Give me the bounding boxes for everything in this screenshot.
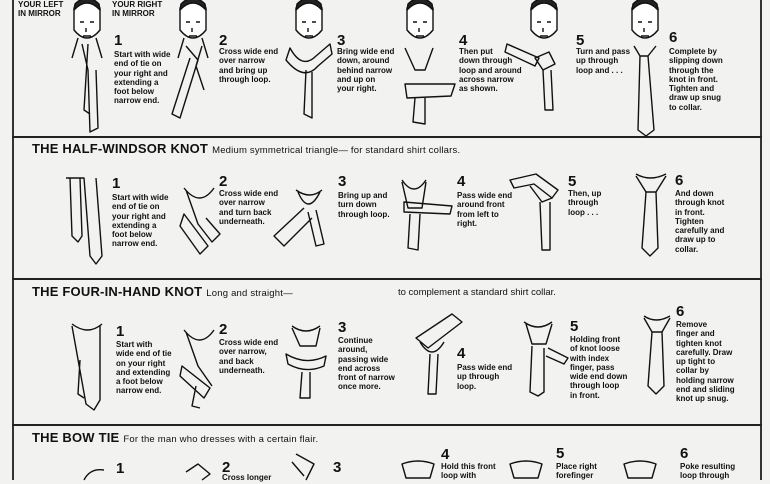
bow-tie-step5-text: Place right forefinger [556,462,597,481]
bow-tie-step6-number: 6 [680,446,688,461]
windsor-step4-illustration [395,0,461,135]
section-divider-2 [12,278,762,280]
bow-tie-step4-illustration [400,458,440,482]
left-border [12,0,14,480]
four-in-hand-subtitle-2: to complement a standard shirt collar. [398,287,556,298]
four-in-hand-step1-number: 1 [116,324,124,339]
bow-tie-step6-text: Poke resulting loop through [680,462,735,481]
windsor-step2-number: 2 [219,33,227,48]
bow-tie-step4-number: 4 [441,447,449,462]
four-in-hand-step2-illustration [178,326,224,410]
mirror-right-label: YOUR RIGHT IN MIRROR [112,0,162,18]
half-windsor-step2-text: Cross wide end over narrow and turn back… [219,189,278,226]
windsor-step1-number: 1 [114,33,122,48]
windsor-step1-illustration [62,0,112,135]
windsor-step3-illustration [282,0,338,135]
four-in-hand-step3-number: 3 [338,320,346,335]
bow-tie-step2-illustration [180,462,220,482]
windsor-step6-illustration [626,0,672,138]
bow-tie-step4-text: Hold this front loop with [441,462,496,481]
bow-tie-subtitle: For the man who dresses with a certain f… [123,434,318,445]
four-in-hand-step5-text: Holding front of knot loose with index f… [570,335,627,400]
four-in-hand-title: THE FOUR-IN-HAND KNOT Long and straight— [32,284,293,299]
windsor-step4-number: 4 [459,33,467,48]
half-windsor-step4-text: Pass wide end around front from left to … [457,191,512,228]
windsor-step3-number: 3 [337,33,345,48]
half-windsor-step3-number: 3 [338,174,346,189]
four-in-hand-step2-text: Cross wide end over narrow, and back und… [219,338,278,375]
windsor-step5-number: 5 [576,33,584,48]
half-windsor-step4-number: 4 [457,174,465,189]
four-in-hand-step5-number: 5 [570,319,578,334]
four-in-hand-step6-text: Remove finger and tighten knot carefully… [676,320,735,404]
bow-tie-step5-number: 5 [556,446,564,461]
half-windsor-step6-illustration [632,172,672,258]
windsor-step5-illustration [505,0,571,135]
half-windsor-heading: THE HALF-WINDSOR KNOT [32,141,208,156]
four-in-hand-step4-number: 4 [457,346,465,361]
windsor-step2-illustration [168,0,218,135]
bow-tie-heading: THE BOW TIE [32,430,119,445]
bow-tie-step3-illustration [286,450,326,482]
windsor-step6-text: Complete by slipping down through the kn… [669,47,723,112]
half-windsor-step2-number: 2 [219,174,227,189]
four-in-hand-step6-illustration [640,314,676,396]
windsor-step2-text: Cross wide end over narrow and bring up … [219,47,278,84]
four-in-hand-step1-text: Start with wide end of tie on your right… [116,340,172,396]
four-in-hand-step4-text: Pass wide end up through loop. [457,363,512,391]
windsor-step5-text: Turn and pass up through loop and . . . [576,47,630,75]
half-windsor-step5-number: 5 [568,174,576,189]
bow-tie-step6-illustration [622,458,662,482]
bow-tie-title: THE BOW TIE For the man who dresses with … [32,430,318,445]
half-windsor-step1-text: Start with wide end of tie on your right… [112,193,168,249]
half-windsor-subtitle: Medium symmetrical triangle— for standar… [212,145,460,156]
four-in-hand-step6-number: 6 [676,304,684,319]
four-in-hand-step2-number: 2 [219,322,227,337]
half-windsor-step1-number: 1 [112,176,120,191]
four-in-hand-step1-illustration [66,320,110,412]
half-windsor-title: THE HALF-WINDSOR KNOT Medium symmetrical … [32,141,460,156]
windsor-step1-text: Start with wide end of tie on your right… [114,50,170,106]
four-in-hand-step5-illustration [520,318,572,400]
half-windsor-step1-illustration [62,176,106,268]
four-in-hand-heading: THE FOUR-IN-HAND KNOT [32,284,202,299]
half-windsor-step5-illustration [508,172,568,254]
half-windsor-step3-illustration [272,186,334,250]
right-border [760,0,762,480]
half-windsor-step6-number: 6 [675,173,683,188]
windsor-step3-text: Bring wide end down, around behind narro… [337,47,394,93]
half-windsor-step6-text: And down through knot in front. Tighten … [675,189,724,254]
half-windsor-step3-text: Bring up and turn down through loop. [338,191,390,219]
half-windsor-step5-text: Then, up through loop . . . [568,189,601,217]
section-divider-3 [12,424,762,426]
mirror-left-label: YOUR LEFT IN MIRROR [18,0,63,18]
bow-tie-step3-number: 3 [333,460,341,475]
bow-tie-step1-number: 1 [116,461,124,476]
half-windsor-step4-illustration [396,178,458,258]
windsor-step6-number: 6 [669,30,677,45]
bow-tie-step2-text: Cross longer [222,473,271,482]
bow-tie-step1-illustration [80,464,110,484]
half-windsor-step2-illustration [178,184,224,258]
bow-tie-step5-illustration [508,458,548,482]
four-in-hand-subtitle: Long and straight— [206,288,293,299]
four-in-hand-step3-illustration [282,322,332,402]
four-in-hand-step3-text: Continue around, passing wide end across… [338,336,395,392]
